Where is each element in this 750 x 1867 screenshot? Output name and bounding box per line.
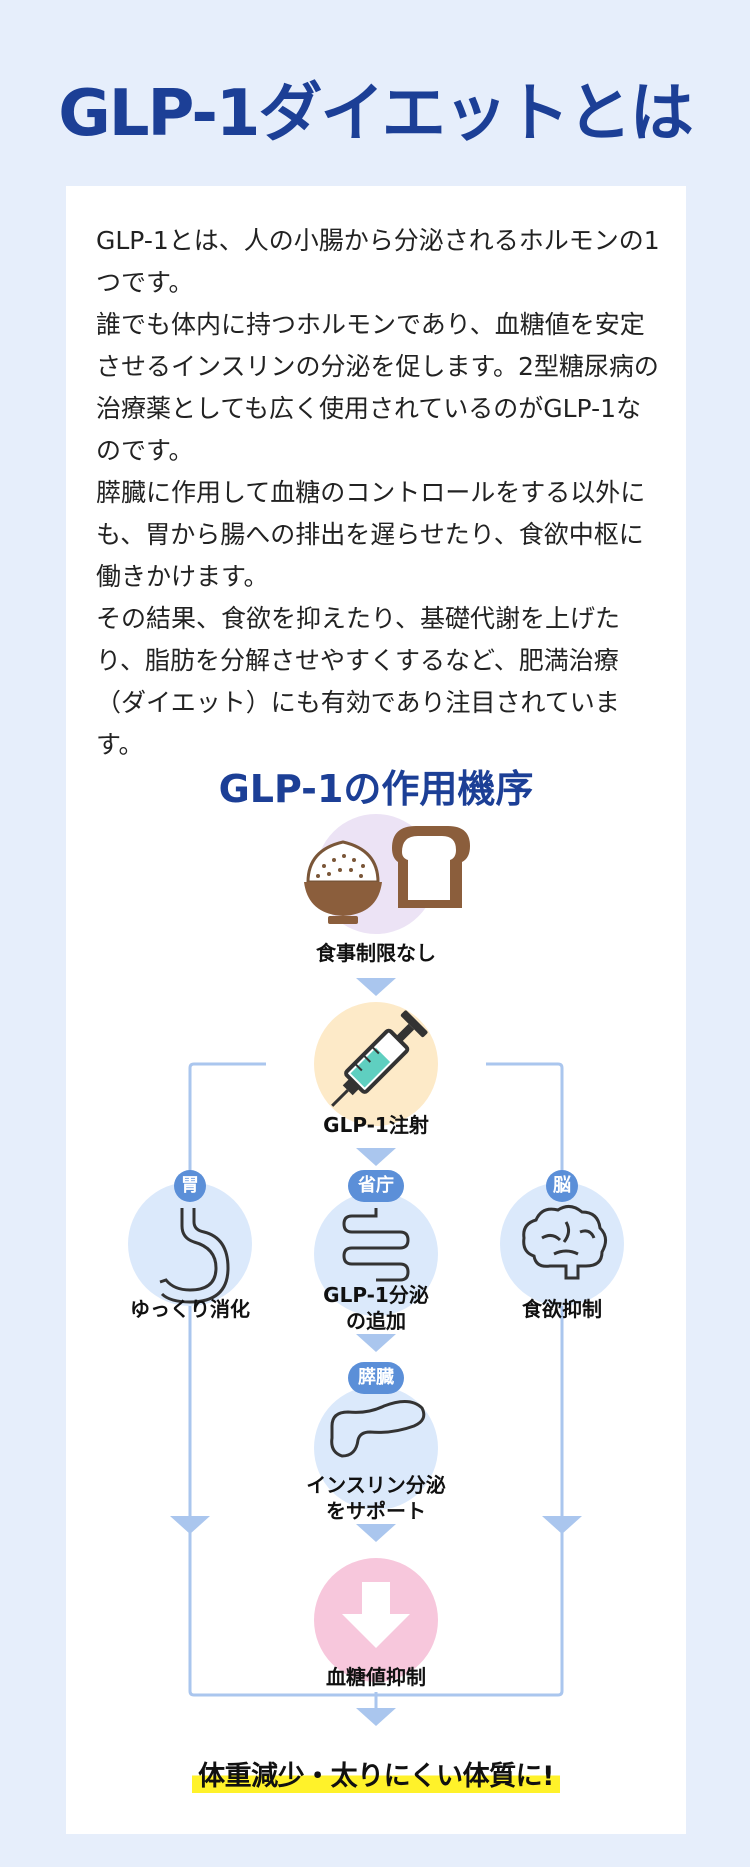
down-arrow-icon <box>342 1582 410 1648</box>
intestine-icon <box>342 1208 410 1282</box>
label-pancreas-2: をサポート <box>326 1499 426 1523</box>
bread-icon <box>392 826 470 908</box>
arrow-down-icon <box>356 978 396 996</box>
syringe-icon <box>331 1010 428 1107</box>
tag-intestine: 省庁 <box>348 1170 404 1202</box>
page-title: GLP-1ダイエットとは <box>58 77 694 151</box>
flow-arrows <box>170 978 582 1726</box>
label-result: 血糖値抑制 <box>326 1665 426 1689</box>
arrow-down-icon <box>356 1524 396 1542</box>
arrow-down-icon <box>170 1516 210 1534</box>
arrow-down-icon <box>356 1148 396 1166</box>
brain-circle <box>500 1182 624 1306</box>
arrow-down-icon <box>542 1516 582 1534</box>
connector-lines <box>188 1062 564 1708</box>
stomach-circle <box>128 1182 252 1306</box>
intro-paragraph: 誰でも体内に持つホルモンであり、血糖値を安定させるインスリンの分泌を促します。2… <box>96 310 659 465</box>
intro-text: GLP-1とは、人の小腸から分泌されるホルモンの1つです。 誰でも体内に持つホル… <box>96 220 662 766</box>
pancreas-icon <box>330 1400 426 1458</box>
label-stomach: ゆっくり消化 <box>130 1297 250 1321</box>
stomach-icon <box>159 1208 230 1304</box>
label-injection: GLP-1注射 <box>323 1113 429 1137</box>
label-pancreas-1: インスリン分泌 <box>306 1473 446 1497</box>
arrow-down-icon <box>356 1708 396 1726</box>
label-intestine-1: GLP-1分泌 <box>323 1283 429 1307</box>
pancreas-circle <box>314 1386 438 1510</box>
arrow-down-icon <box>356 1334 396 1352</box>
conclusion: 体重減少・太りにくい体質に! <box>66 1754 686 1793</box>
rice-bowl-icon <box>304 840 382 924</box>
tag-stomach: 胃 <box>174 1170 206 1202</box>
intro-paragraph: 膵臓に作用して血糖のコントロールをする以外にも、胃から腸への排出を遅らせたり、食… <box>96 478 646 591</box>
label-food: 食事制限なし <box>316 941 436 965</box>
tag-brain: 脳 <box>546 1170 578 1202</box>
brain-icon <box>522 1205 607 1280</box>
intro-paragraph: その結果、食欲を抑えたり、基礎代謝を上げたり、脂肪を分解させやすくするなど、肥満… <box>96 604 621 759</box>
label-brain: 食欲抑制 <box>522 1297 602 1321</box>
content-card: GLP-1とは、人の小腸から分泌されるホルモンの1つです。 誰でも体内に持つホル… <box>66 186 686 1834</box>
mechanism-diagram <box>128 814 624 1726</box>
intro-paragraph: GLP-1とは、人の小腸から分泌されるホルモンの1つです。 <box>96 226 660 297</box>
tag-pancreas: 膵臓 <box>348 1362 404 1394</box>
label-intestine-2: の追加 <box>346 1309 406 1333</box>
mechanism-title: GLP-1の作用機序 <box>218 767 534 811</box>
conclusion-text: 体重減少・太りにくい体質に! <box>192 1754 560 1793</box>
